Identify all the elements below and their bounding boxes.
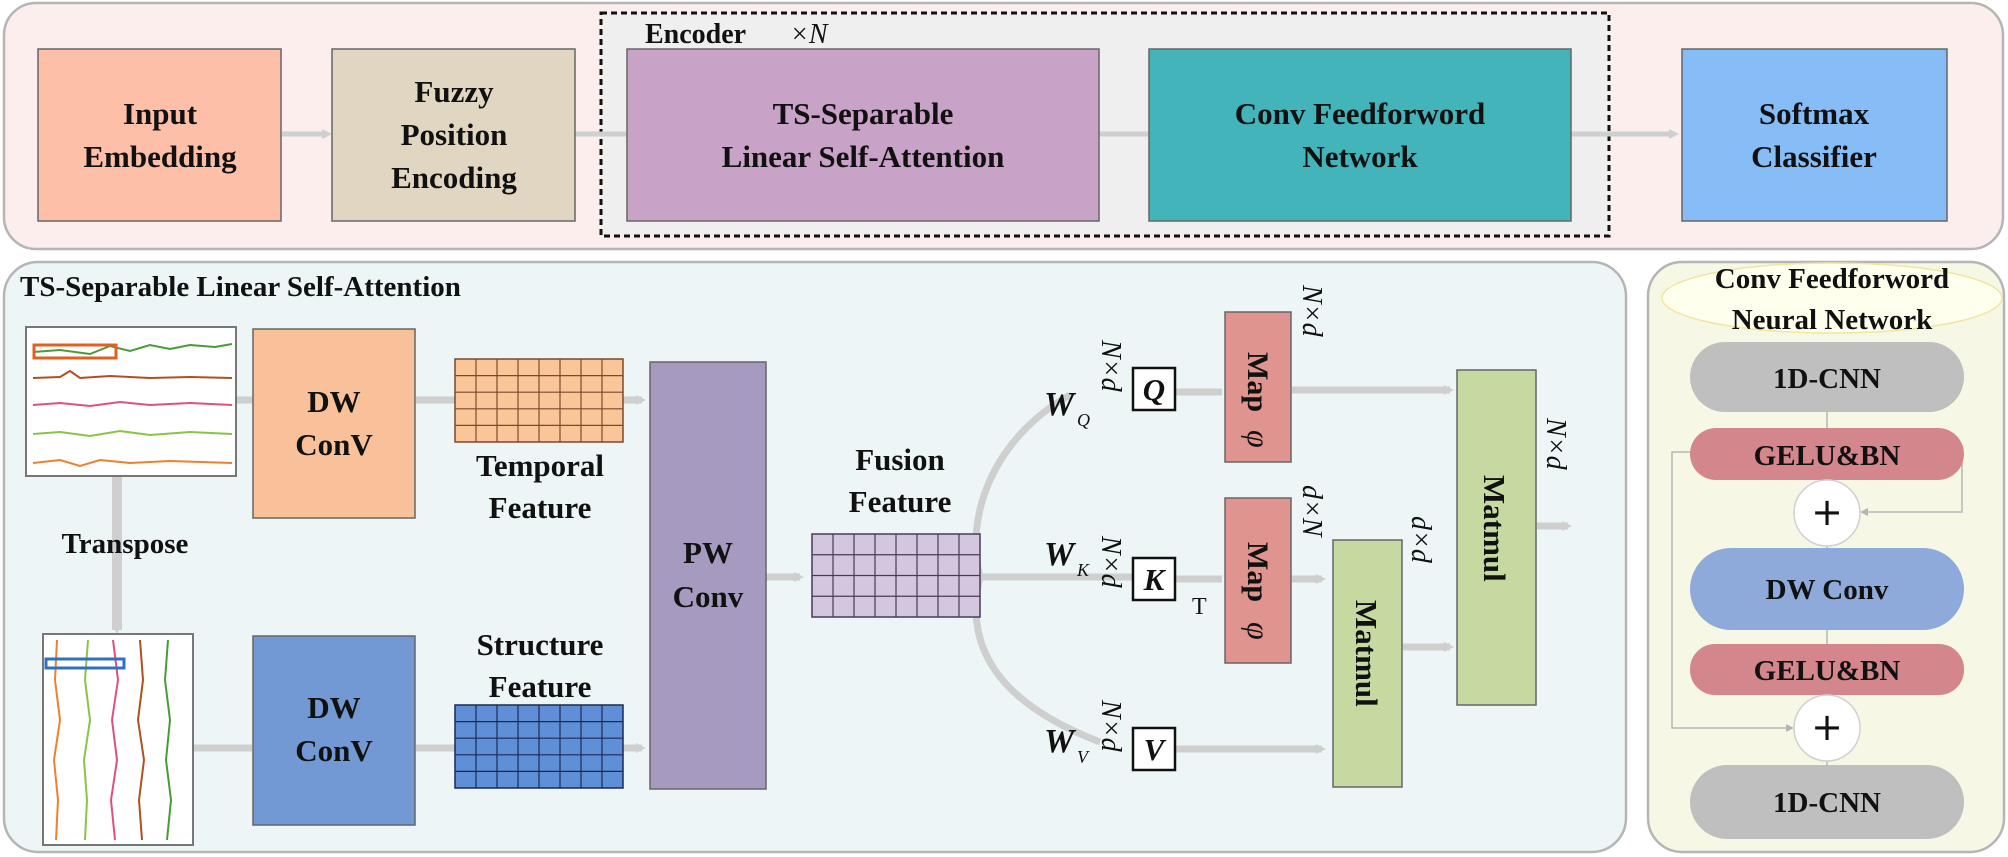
gelu-bn-2-label: GELU&BN bbox=[1754, 655, 1901, 687]
fuzzy-position-label-1: Fuzzy bbox=[414, 74, 494, 109]
map-q-box bbox=[1224, 311, 1292, 463]
k-label: K bbox=[1143, 562, 1167, 597]
ts-separable-box bbox=[626, 48, 1100, 222]
ts-separable-label-1: TS-Separable bbox=[773, 96, 954, 131]
q-label: Q bbox=[1143, 372, 1165, 407]
matmul-outer-label: Matmul bbox=[1477, 475, 1512, 582]
fuzzy-position-label-2: Position bbox=[401, 117, 508, 152]
fuzzy-position-label-3: Encoding bbox=[391, 160, 517, 195]
signal-image-bottom bbox=[42, 633, 194, 846]
q-box bbox=[1131, 366, 1177, 412]
plus-1-circle bbox=[1793, 479, 1861, 547]
attention-panel: TS-Separable Linear Self-Attention bbox=[2, 260, 1628, 854]
wq-subscript: Q bbox=[1077, 410, 1090, 430]
transpose-label: Transpose bbox=[62, 528, 189, 560]
cffn-title-1: Conv Feedforword bbox=[1715, 263, 1949, 295]
pw-conv-label-2: Conv bbox=[673, 579, 744, 614]
gelu-bn-2-pill bbox=[1690, 644, 1964, 695]
dw-conv-top-label-1: DW bbox=[307, 384, 360, 419]
structure-feature-label-1: Structure bbox=[477, 627, 604, 662]
cffn-residual-2 bbox=[1671, 451, 1794, 732]
cnn-top-pill bbox=[1690, 342, 1964, 412]
conv-ff-box bbox=[1148, 48, 1572, 222]
map-q-phi: φ bbox=[1241, 430, 1277, 448]
input-embedding-label-2: Embedding bbox=[83, 139, 237, 174]
plus-2-label: + bbox=[1811, 705, 1843, 749]
wk-subscript: K bbox=[1076, 560, 1090, 580]
matmul-inner-label: Matmul bbox=[1349, 600, 1384, 707]
top-pipeline-panel: Encoder ×N Input Embedding Fuzzy Positio… bbox=[2, 1, 2005, 251]
map-k-label: Map bbox=[1241, 542, 1274, 602]
fusion-feature-grid bbox=[811, 533, 981, 618]
map-k-box bbox=[1224, 497, 1292, 664]
dw-conv-bottom-box bbox=[252, 635, 416, 826]
temporal-feature-grid bbox=[454, 358, 624, 443]
wk-label: W bbox=[1044, 536, 1077, 573]
temporal-feature-label-2: Feature bbox=[489, 490, 592, 525]
wv-subscript: V bbox=[1077, 747, 1090, 767]
map-k-phi: φ bbox=[1241, 622, 1277, 640]
dw-conv-top-box bbox=[252, 328, 416, 519]
v-box bbox=[1131, 726, 1177, 772]
map-k-dim-label: d×N bbox=[1296, 485, 1327, 538]
conv-ff-label-2: Network bbox=[1302, 139, 1418, 174]
input-embedding-box bbox=[37, 48, 282, 222]
softmax-label-2: Classifier bbox=[1751, 139, 1877, 174]
map-q-dim-label: N×d bbox=[1296, 284, 1327, 338]
gelu-bn-1-label: GELU&BN bbox=[1754, 440, 1901, 472]
plus-1-label: + bbox=[1811, 490, 1843, 534]
cnn-top-label: 1D-CNN bbox=[1773, 363, 1881, 395]
softmax-label-1: Softmax bbox=[1759, 96, 1870, 131]
cffn-title-2: Neural Network bbox=[1732, 304, 1933, 336]
k-dim-label: N×d bbox=[1095, 535, 1126, 589]
wq-label: W bbox=[1044, 386, 1077, 423]
cnn-bottom-pill bbox=[1690, 765, 1964, 839]
encoder-label: Encoder bbox=[645, 19, 746, 50]
dw-conv-top-label-2: ConV bbox=[295, 427, 373, 462]
softmax-box bbox=[1681, 48, 1948, 222]
q-dim-label: N×d bbox=[1095, 339, 1126, 393]
v-dim-label: N×d bbox=[1095, 699, 1126, 753]
cffn-residual-1 bbox=[1860, 452, 1963, 516]
dw-conv-bottom-label-2: ConV bbox=[295, 733, 373, 768]
dw-conv-pill bbox=[1690, 548, 1964, 630]
attention-section-title: TS-Separable Linear Self-Attention bbox=[20, 271, 461, 303]
pw-conv-label-1: PW bbox=[683, 535, 733, 570]
signal-image-top bbox=[25, 326, 237, 477]
k-box bbox=[1131, 556, 1177, 602]
fusion-feature-label-2: Feature bbox=[849, 484, 952, 519]
ts-separable-label-2: Linear Self-Attention bbox=[722, 139, 1005, 174]
input-embedding-label-1: Input bbox=[123, 96, 198, 131]
matmul-inner-dim-label: d×d bbox=[1405, 516, 1436, 564]
pw-conv-box bbox=[649, 361, 767, 790]
encoder-times-label: ×N bbox=[790, 19, 829, 50]
v-label: V bbox=[1144, 732, 1167, 767]
temporal-feature-label-1: Temporal bbox=[476, 448, 604, 483]
plus-2-circle bbox=[1793, 694, 1861, 762]
dw-conv-bottom-label-1: DW bbox=[307, 690, 360, 725]
cnn-bottom-label: 1D-CNN bbox=[1773, 787, 1881, 819]
gelu-bn-1-pill bbox=[1690, 428, 1964, 480]
matmul-outer-dim-label: N×d bbox=[1540, 417, 1571, 471]
structure-feature-grid bbox=[454, 704, 624, 789]
structure-feature-label-2: Feature bbox=[489, 669, 592, 704]
conv-ff-label-1: Conv Feedforword bbox=[1235, 96, 1486, 131]
wv-label: W bbox=[1044, 723, 1077, 760]
map-q-label: Map bbox=[1241, 352, 1274, 412]
fusion-feature-label-1: Fusion bbox=[855, 442, 945, 477]
dw-conv-label: DW Conv bbox=[1766, 574, 1889, 606]
k-transpose-sup: T bbox=[1192, 594, 1207, 620]
cffn-panel: Conv Feedforword Neural Network 1D-CNN G… bbox=[1646, 260, 2006, 854]
matmul-inner-box bbox=[1332, 539, 1403, 788]
fuzzy-position-box bbox=[331, 48, 576, 222]
matmul-outer-box bbox=[1456, 369, 1537, 706]
